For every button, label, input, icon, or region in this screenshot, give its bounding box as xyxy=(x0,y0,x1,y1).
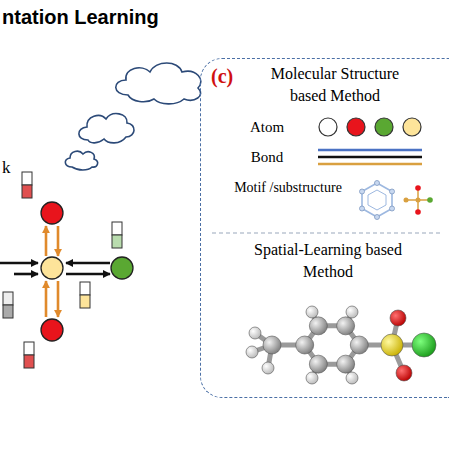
motif-sample xyxy=(360,181,433,220)
bond-sample xyxy=(318,150,422,164)
method-panel: (c)Molecular Structure based MethodSpati… xyxy=(200,58,449,398)
legend-text: Bond xyxy=(228,148,306,166)
atom-ball xyxy=(306,372,318,384)
panel-letter: (c) xyxy=(211,63,251,90)
atom-ball xyxy=(390,310,406,326)
molecule-3d xyxy=(246,306,436,384)
atom-ball xyxy=(396,365,412,381)
atom-ball xyxy=(337,355,355,373)
cloud xyxy=(65,63,201,170)
atom-ball xyxy=(337,317,355,335)
message-arrow xyxy=(0,226,110,317)
atom-ball xyxy=(296,336,314,354)
atom-ball xyxy=(346,372,358,384)
feature-bar xyxy=(3,172,122,368)
atom-ball xyxy=(246,346,258,358)
atom-sample xyxy=(319,118,421,136)
atom-ball xyxy=(350,336,368,354)
atom-ball xyxy=(346,306,358,318)
atom-ball xyxy=(309,317,327,335)
atom-ball xyxy=(249,327,261,339)
atom-ball xyxy=(309,355,327,373)
atom-ball xyxy=(262,362,274,374)
method-heading: Spatial-Learning based Method xyxy=(246,239,410,282)
text-label: k xyxy=(2,158,11,178)
atom-ball xyxy=(263,336,281,354)
atom-ball xyxy=(381,334,403,356)
legend-text: Atom xyxy=(228,118,306,136)
atom-ball xyxy=(412,333,436,357)
separator xyxy=(212,232,440,233)
figure-title: ntation Learning xyxy=(2,6,159,29)
graph-atom xyxy=(41,202,133,341)
legend-text: Motif /substructure xyxy=(226,180,350,197)
method-heading: Molecular Structure based Method xyxy=(251,63,419,106)
atom-ball xyxy=(306,306,318,318)
